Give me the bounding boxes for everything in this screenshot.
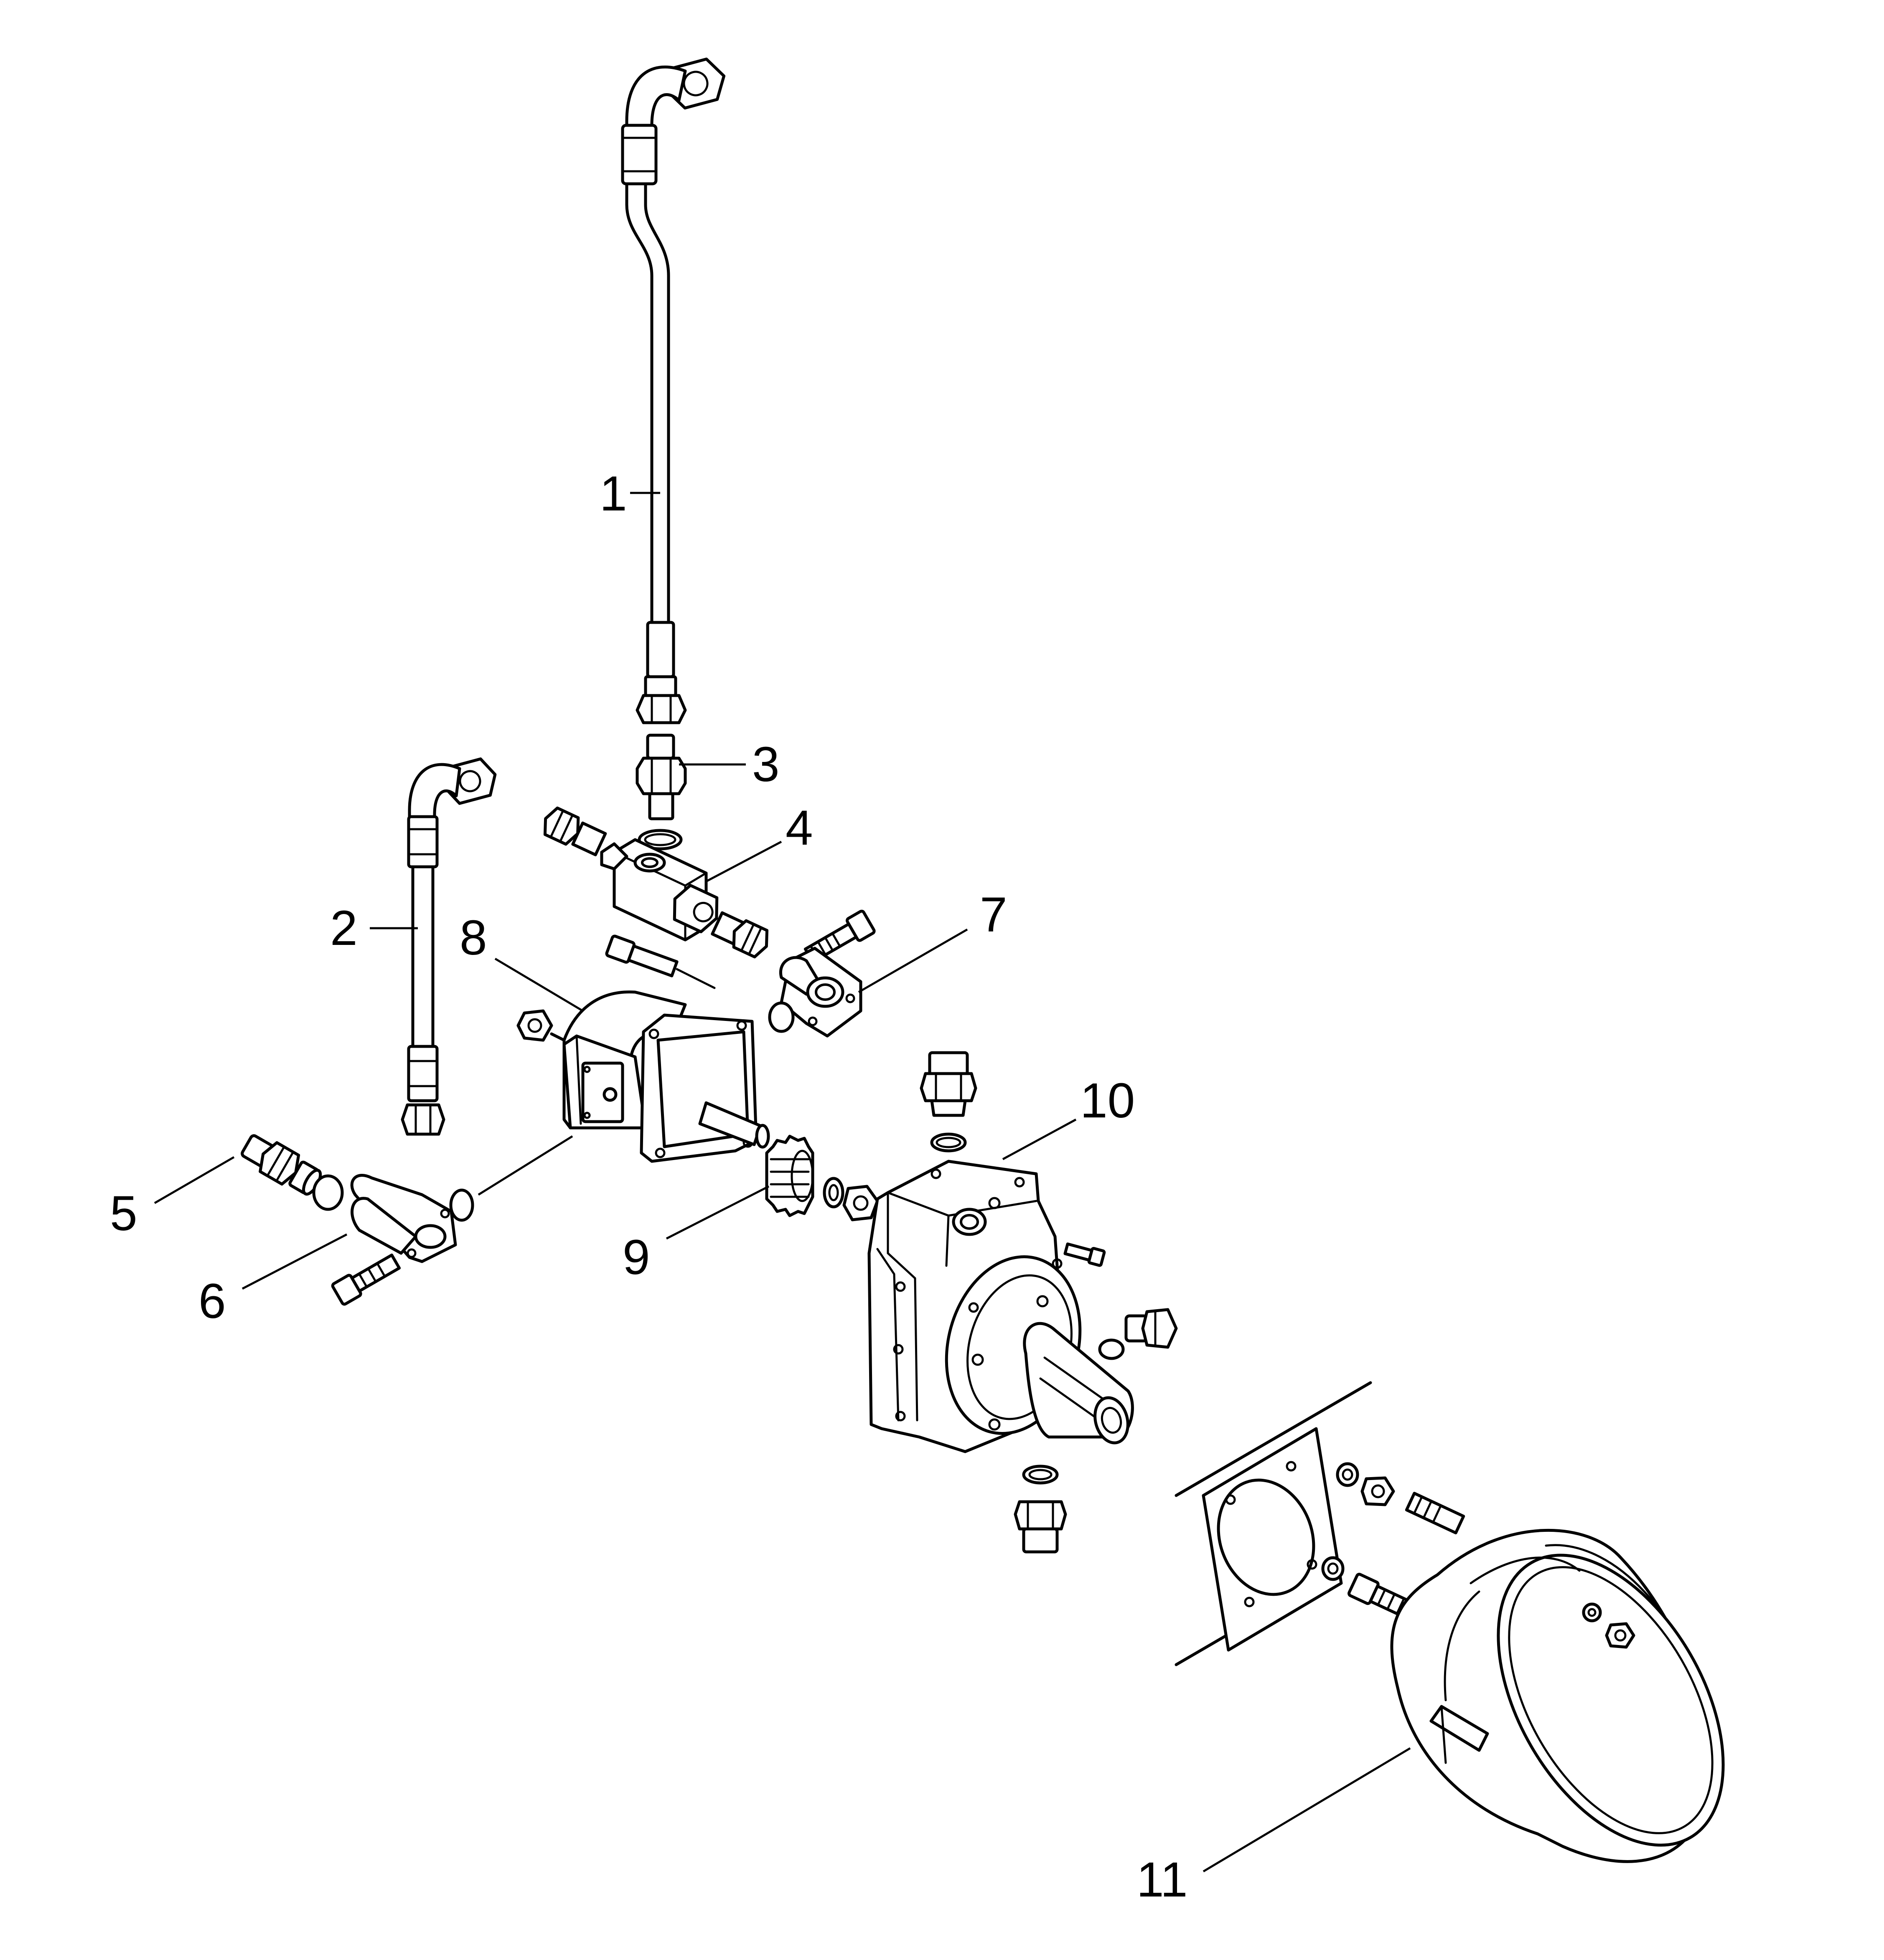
fitting-5 [154, 1134, 344, 1211]
callout-11: 11 [1137, 1852, 1188, 1907]
valve-block-4 [543, 806, 782, 959]
leader-11 [1203, 1747, 1411, 1873]
callout-5: 5 [110, 1186, 137, 1241]
adapter-3 [636, 734, 746, 820]
hose-1 [621, 57, 726, 724]
elbow-flange-6 [242, 1174, 474, 1306]
leader-10 [1002, 1118, 1077, 1160]
callout-1: 1 [600, 466, 627, 521]
callout-2: 2 [330, 901, 358, 956]
leader-9 [666, 1185, 770, 1240]
leader-4 [705, 840, 782, 883]
pump-8 [494, 934, 770, 1163]
callout-6: 6 [198, 1274, 226, 1329]
leader-6b [478, 1135, 573, 1196]
callout-7: 7 [980, 887, 1007, 942]
callout-4: 4 [786, 800, 813, 856]
callout-8: 8 [460, 910, 487, 965]
callout-9: 9 [623, 1230, 650, 1285]
leader-6 [242, 1233, 348, 1290]
gear-9 [666, 1135, 879, 1240]
hose-2 [370, 757, 497, 1136]
bell-housing-11 [1175, 1381, 1725, 1873]
callout-3: 3 [752, 737, 780, 792]
gearbox-10 [867, 1051, 1178, 1554]
callout-10: 10 [1080, 1073, 1135, 1128]
callout-labels: 1 2 3 4 5 6 7 8 9 10 11 [110, 466, 1188, 1907]
flange-7 [768, 909, 968, 1038]
leader-7 [858, 928, 968, 993]
leader-5 [154, 1156, 235, 1204]
leader-8 [494, 957, 584, 1012]
